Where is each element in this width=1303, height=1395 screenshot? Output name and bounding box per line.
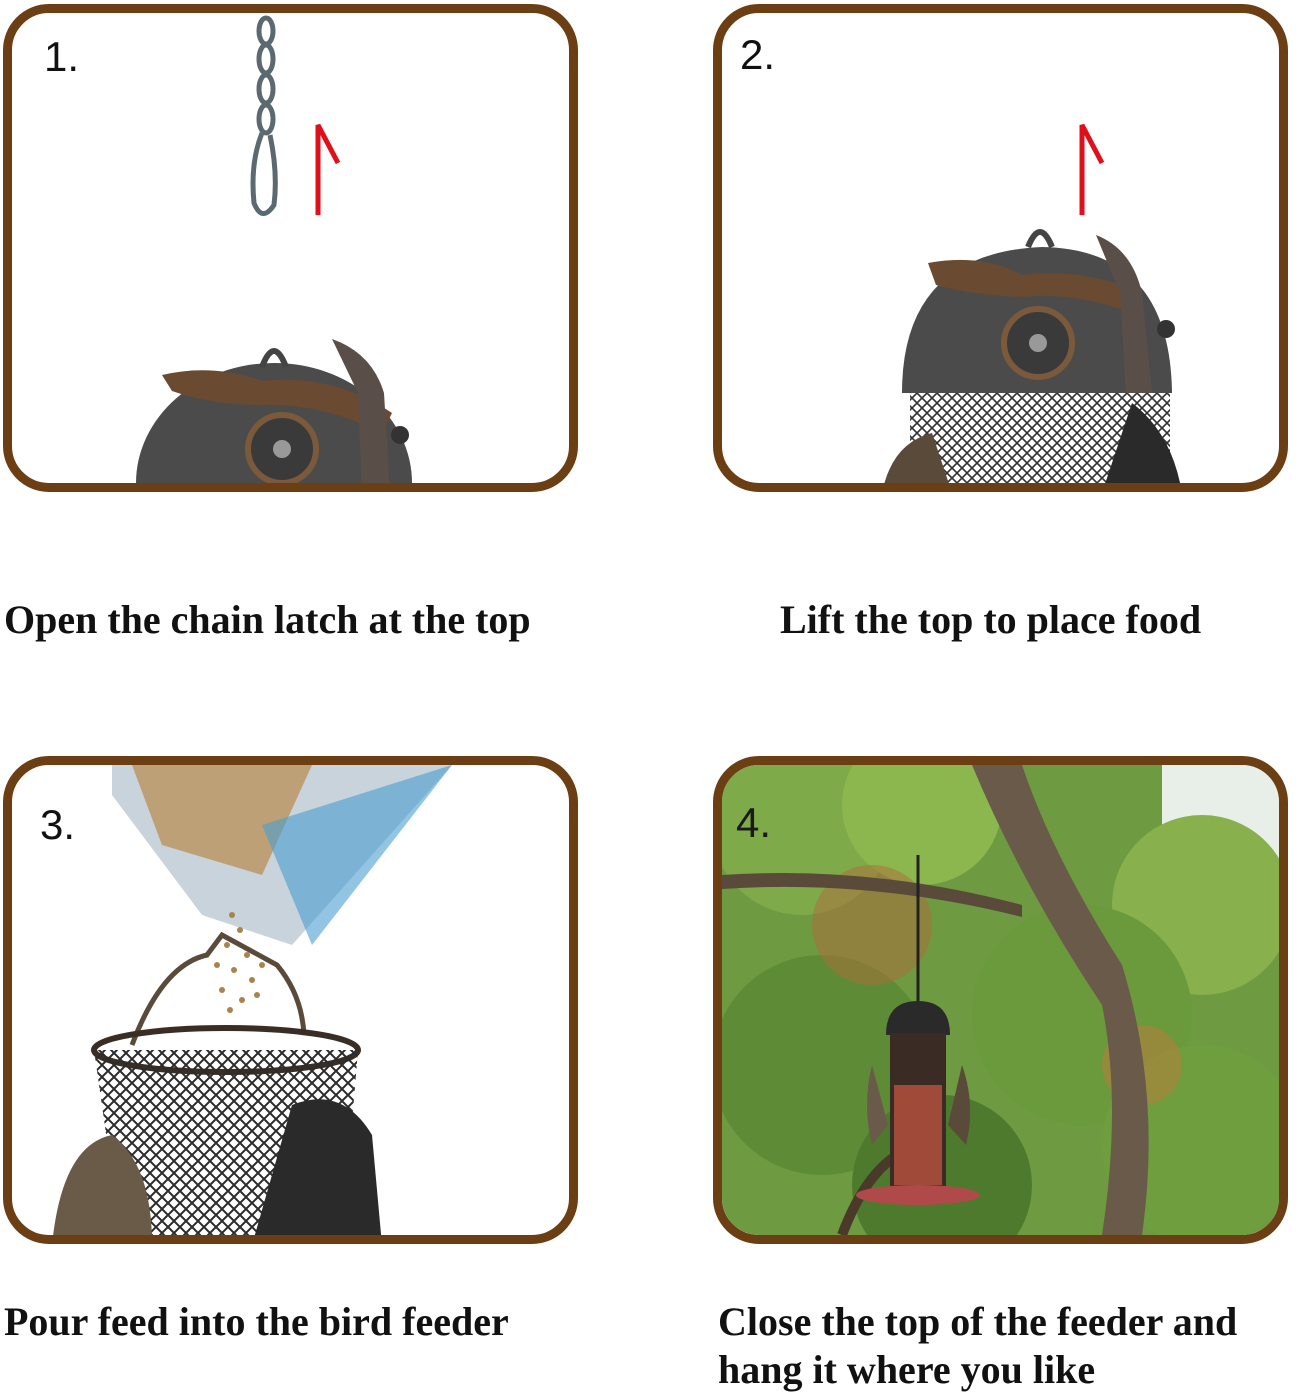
owl-lid-lifted-image [884,123,1181,483]
step-2-number: 2. [740,31,776,78]
step-4-caption: Close the top of the feeder and hang it … [718,1298,1237,1394]
step-1-panel: 1. [3,4,578,492]
pouring-feed-image [53,765,452,1235]
step-3-number: 3. [40,801,76,848]
step-2-caption: Lift the top to place food [780,597,1202,642]
step-1-number: 1. [44,33,80,80]
step-4-caption-line-1: Close the top of the feeder and [718,1299,1238,1344]
feeder-hanging-in-tree-photo [722,765,1279,1235]
chain-and-owl-head-image [136,15,412,483]
step-3-caption: Pour feed into the bird feeder [4,1299,509,1344]
step-4-caption-line-2: hang it where you like [718,1347,1096,1392]
step-2-panel: 2. [713,4,1288,492]
step-3-panel: 3. [3,756,578,1244]
step-1-caption: Open the chain latch at the top [4,597,531,642]
step-4-panel: 4. [713,756,1288,1244]
step-4-number: 4. [736,799,772,846]
